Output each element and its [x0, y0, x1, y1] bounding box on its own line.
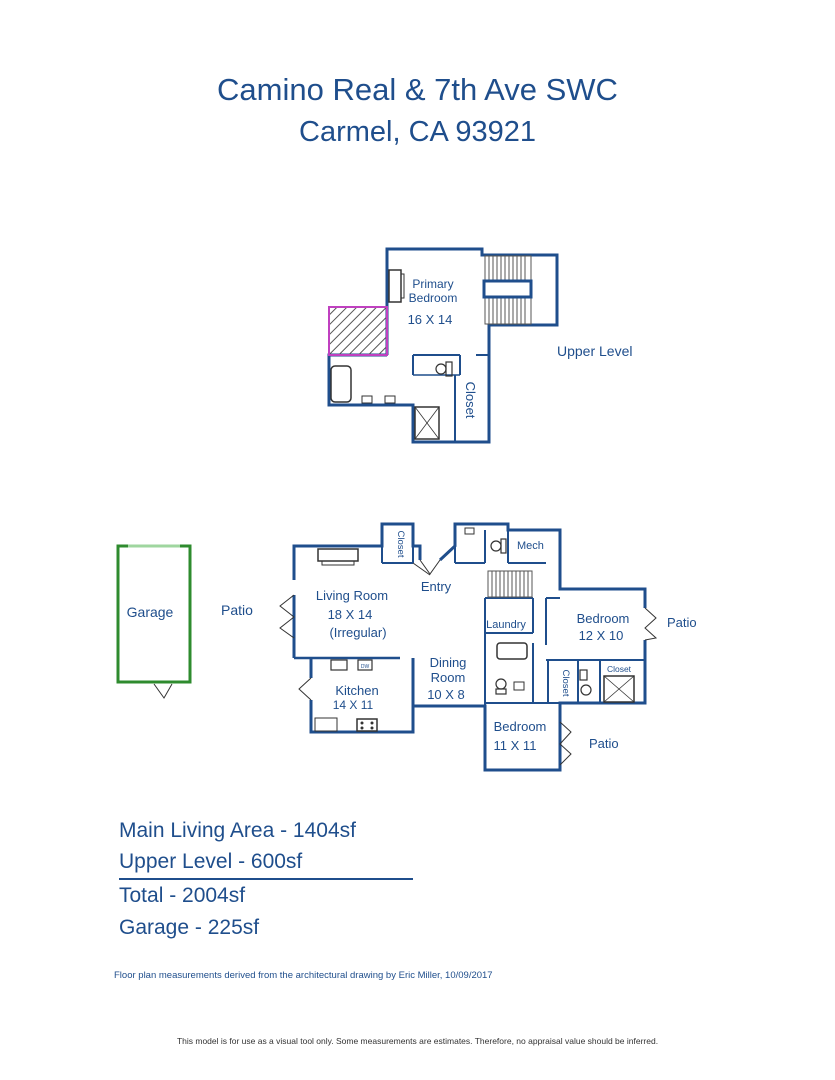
toilet-icon-bedroom: [579, 669, 592, 696]
stove-burners: [360, 721, 374, 730]
dishwasher-label: DW: [361, 664, 370, 670]
living-room-label: Living Room: [316, 588, 388, 603]
patio-south-label: Patio: [589, 736, 619, 751]
stove-icon: [356, 718, 378, 732]
dining-room-label-line1: Dining: [430, 655, 467, 670]
closet-small-label: Closet: [607, 664, 632, 674]
dining-room-label-line2: Room: [431, 670, 466, 685]
open-to-below-area: [328, 306, 388, 356]
patio-east-label: Patio: [667, 615, 697, 630]
mech-label: Mech: [517, 540, 544, 552]
upper-level-label: Upper Level: [557, 343, 633, 359]
living-room-note: (Irregular): [329, 625, 386, 640]
patio-left-label: Patio: [221, 602, 253, 618]
shower-icon: [414, 406, 440, 440]
garage-area: Garage - 225sf: [119, 916, 260, 939]
dishwasher-icon: [357, 659, 373, 671]
total-area: Total - 2004sf: [119, 884, 246, 907]
stair-landing: [482, 279, 533, 299]
bedroom-south-size: 11 X 11: [494, 738, 537, 753]
upper-closet-label: Closet: [463, 382, 478, 419]
listing-title: Camino Real & 7th Ave SWC: [217, 72, 618, 107]
living-room-size: 18 X 14: [328, 607, 373, 622]
fireplace-icon-main: [317, 548, 359, 562]
primary-bedroom-label-line2: Bedroom: [409, 291, 458, 305]
bedroom-south-label: Bedroom: [494, 719, 547, 734]
disclaimer: This model is for use as a visual tool o…: [176, 1036, 659, 1046]
door-swings: [279, 559, 658, 766]
stairs-icon-main: [487, 570, 533, 598]
kitchen-size: 14 X 11: [333, 698, 374, 712]
shower-icon-main: [603, 675, 635, 703]
measurement-source-note: Floor plan measurements derived from the…: [114, 970, 493, 981]
area-divider: [119, 878, 413, 880]
closet-mid-label: Closet: [560, 670, 571, 697]
closet-entry-label: Closet: [395, 531, 406, 558]
garage-label: Garage: [127, 604, 174, 620]
garage-door-swing: [153, 683, 173, 699]
toilet-icon-laundry: [495, 678, 507, 695]
main-living-area: Main Living Area - 1404sf: [119, 819, 356, 842]
primary-bedroom-size: 16 X 14: [408, 312, 453, 327]
bedroom-east-label: Bedroom: [577, 611, 630, 626]
main-level-plan: [292, 522, 647, 772]
main-level-outer-walls: [292, 522, 422, 658]
upper-level-area: Upper Level - 600sf: [119, 850, 303, 873]
upper-level-walls: [327, 247, 559, 444]
bathtub-icon: [330, 365, 352, 403]
kitchen-label: Kitchen: [335, 683, 378, 698]
laundry-label: Laundry: [486, 619, 526, 631]
stairs-icon: [484, 255, 532, 325]
bedroom-east-size: 12 X 10: [579, 628, 624, 643]
upper-level-plan: [327, 247, 559, 444]
dining-room-size: 10 X 8: [427, 687, 465, 702]
entry-label: Entry: [421, 579, 452, 594]
kitchen-sink-icon: [330, 659, 348, 671]
listing-address: Carmel, CA 93921: [299, 116, 536, 148]
fireplace-icon: [388, 269, 402, 303]
toilet-icon-mech: [490, 538, 507, 554]
laundry-tub-icon: [496, 642, 528, 660]
toilet-icon: [435, 361, 453, 377]
primary-bedroom-label-line1: Primary: [412, 277, 453, 291]
